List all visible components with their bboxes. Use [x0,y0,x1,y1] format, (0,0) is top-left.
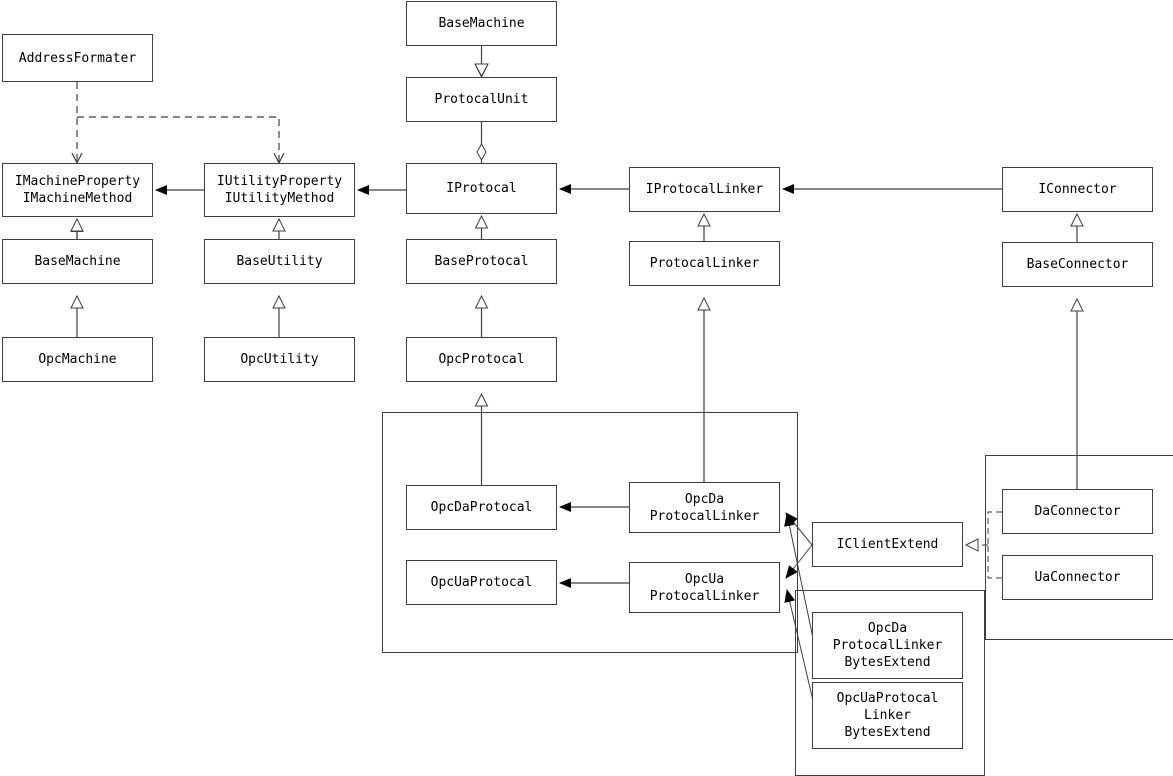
interface-imachine-property[interactable]: IMachineProperty IMachineMethod [2,163,153,217]
edge-addressformater-iutility [77,116,279,163]
interface-iprotocal-linker[interactable]: IProtocalLinker [629,167,780,212]
class-address-formater[interactable]: AddressFormater [2,34,153,82]
class-base-utility[interactable]: BaseUtility [204,239,355,284]
class-opc-ua-protocal[interactable]: OpcUaProtocal [406,560,557,605]
class-opc-ua-protocal-linker-bytes-extend[interactable]: OpcUaProtocal Linker BytesExtend [812,682,963,749]
class-opc-protocal[interactable]: OpcProtocal [406,337,557,382]
class-opc-machine[interactable]: OpcMachine [2,337,153,382]
class-ua-connector[interactable]: UaConnector [1002,555,1153,600]
class-base-machine-top[interactable]: BaseMachine [406,1,557,46]
interface-iprotocal[interactable]: IProtocal [406,163,557,214]
class-opc-da-protocal-linker-bytes-extend[interactable]: OpcDa ProtocalLinker BytesExtend [812,612,963,679]
class-da-connector[interactable]: DaConnector [1002,489,1153,534]
class-base-machine[interactable]: BaseMachine [2,239,153,284]
interface-iutility-property[interactable]: IUtilityProperty IUtilityMethod [204,163,355,217]
class-base-connector[interactable]: BaseConnector [1002,242,1153,287]
class-protocal-unit[interactable]: ProtocalUnit [406,77,557,122]
class-base-protocal[interactable]: BaseProtocal [406,239,557,284]
interface-iclient-extend[interactable]: IClientExtend [812,522,963,567]
interface-iconnector[interactable]: IConnector [1002,167,1153,212]
class-opc-da-protocal[interactable]: OpcDaProtocal [406,485,557,530]
class-protocal-linker[interactable]: ProtocalLinker [629,241,780,286]
class-opc-ua-protocal-linker[interactable]: OpcUa ProtocalLinker [629,562,780,613]
class-opc-utility[interactable]: OpcUtility [204,337,355,382]
group-connector [985,455,1173,640]
class-opc-da-protocal-linker[interactable]: OpcDa ProtocalLinker [629,482,780,533]
